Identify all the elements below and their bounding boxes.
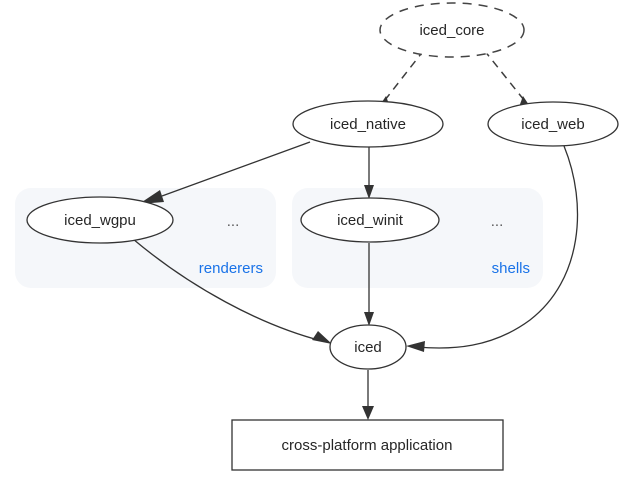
edge-iced-web-to-iced [406, 145, 579, 352]
edge-iced-winit-to-iced [364, 243, 374, 326]
node-iced-wgpu-label: iced_wgpu [64, 212, 136, 229]
node-iced-wgpu[interactable]: iced_wgpu [26, 196, 174, 244]
node-iced-native-label: iced_native [330, 116, 406, 133]
node-iced-core[interactable]: iced_core [379, 2, 525, 58]
node-cross-platform-application-label: cross-platform application [282, 437, 453, 454]
cluster-renderers-label: renderers [199, 260, 263, 277]
edge-iced-wgpu-to-iced-arrowhead [312, 331, 332, 344]
cluster-shells-label: shells [492, 260, 530, 277]
edge-iced-to-application-arrowhead [362, 406, 374, 420]
edge-iced-to-application [362, 370, 374, 420]
node-iced-shape[interactable] [329, 324, 407, 370]
node-iced-core-label: iced_core [419, 22, 484, 39]
edge-iced-native-to-iced-wgpu-line [161, 141, 311, 197]
node-iced-winit-label: iced_winit [337, 212, 404, 229]
node-iced-native[interactable]: iced_native [292, 100, 444, 148]
edge-iced-winit-to-iced-arrowhead [364, 312, 374, 326]
edge-iced-native-to-iced-wgpu [139, 141, 311, 204]
node-iced-winit-shape[interactable] [300, 197, 440, 243]
node-iced-winit[interactable]: iced_winit [300, 197, 440, 243]
renderers-more-ellipsis: ... [227, 213, 240, 230]
edge-iced-native-to-iced-wgpu-arrowhead [139, 190, 164, 204]
node-iced-core-shape[interactable] [379, 2, 525, 58]
node-iced-web-label: iced_web [521, 116, 584, 133]
edge-iced-web-to-iced-line [416, 145, 579, 349]
shells-more-ellipsis: ... [491, 213, 504, 230]
edge-iced-native-to-iced-winit [364, 147, 374, 199]
edge-iced-native-to-iced-winit-arrowhead [364, 185, 374, 199]
node-iced[interactable]: iced [329, 324, 407, 370]
node-cross-platform-application-shape[interactable] [231, 419, 504, 471]
node-cross-platform-application[interactable]: cross-platform application [231, 419, 504, 471]
edge-iced-web-to-iced-arrowhead [406, 341, 425, 352]
edge-iced-core-to-iced-web-line [483, 49, 525, 101]
node-iced-web-shape[interactable] [487, 101, 619, 147]
edge-iced-wgpu-to-iced [132, 238, 332, 344]
edge-iced-core-to-iced-native-line [384, 49, 425, 101]
node-iced-native-shape[interactable] [292, 100, 444, 148]
node-iced-wgpu-shape[interactable] [26, 196, 174, 244]
node-iced-label: iced [354, 339, 382, 356]
edge-iced-wgpu-to-iced-line [132, 238, 323, 342]
node-iced-web[interactable]: iced_web [487, 101, 619, 147]
